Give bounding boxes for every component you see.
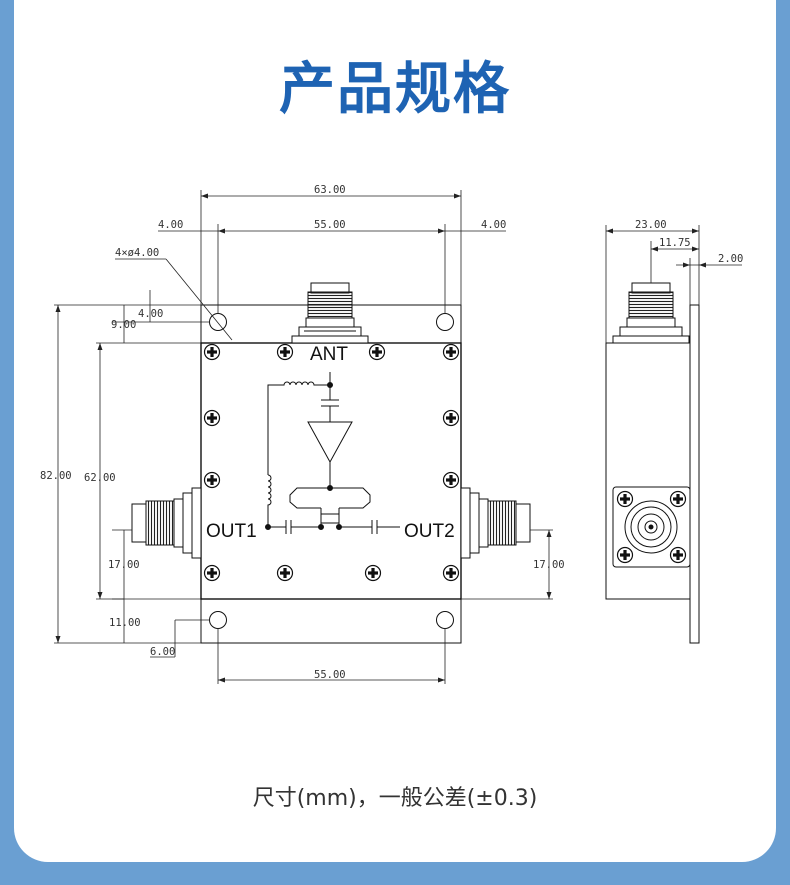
dim-hole-span-bottom: 55.00 <box>314 669 346 681</box>
dim-hole-span-top: 55.00 <box>314 219 346 231</box>
dim-left-connector-height: 17.00 <box>108 559 140 571</box>
dim-side-depth: 23.00 <box>635 219 667 231</box>
mounting-hole <box>209 611 227 629</box>
body-screws <box>203 343 460 582</box>
out1-label: OUT1 <box>206 521 257 542</box>
side-view <box>605 282 700 644</box>
dim-hole-callout: 4×ø4.00 <box>115 247 159 259</box>
tolerance-caption: 尺寸(mm)，一般公差(±0.3) <box>252 786 538 811</box>
mounting-hole <box>436 611 454 629</box>
circuit-schematic <box>265 372 400 534</box>
mounting-hole <box>436 313 454 331</box>
dim-side-connector-offset: 11.75 <box>659 237 691 249</box>
dim-right-connector-height: 17.00 <box>533 559 565 571</box>
dim-right-margin: 4.00 <box>481 219 506 231</box>
side-dimension-arrows <box>606 228 706 268</box>
enclosure-body <box>200 342 462 600</box>
dim-overall-width: 63.00 <box>314 184 346 196</box>
dim-body-height: 62.00 <box>84 472 116 484</box>
dimension-lines <box>54 190 553 684</box>
out2-connector <box>460 487 531 559</box>
dim-hole-offset: 4.00 <box>138 308 163 320</box>
out1-connector <box>131 487 202 559</box>
dim-top-flange: 9.00 <box>111 319 136 331</box>
ant-label: ANT <box>310 344 348 365</box>
dim-left-margin: 4.00 <box>158 219 183 231</box>
dim-bottom-flange: 11.00 <box>109 617 141 629</box>
page-title: 产品规格 <box>279 57 511 122</box>
dimension-arrows <box>55 193 552 683</box>
content-card <box>14 0 776 862</box>
out2-label: OUT2 <box>404 521 455 542</box>
dim-side-flange-thickness: 2.00 <box>718 253 743 265</box>
dim-bottom-hole-offset: 6.00 <box>150 646 175 658</box>
dim-overall-height: 82.00 <box>40 470 72 482</box>
ant-connector <box>291 282 369 344</box>
